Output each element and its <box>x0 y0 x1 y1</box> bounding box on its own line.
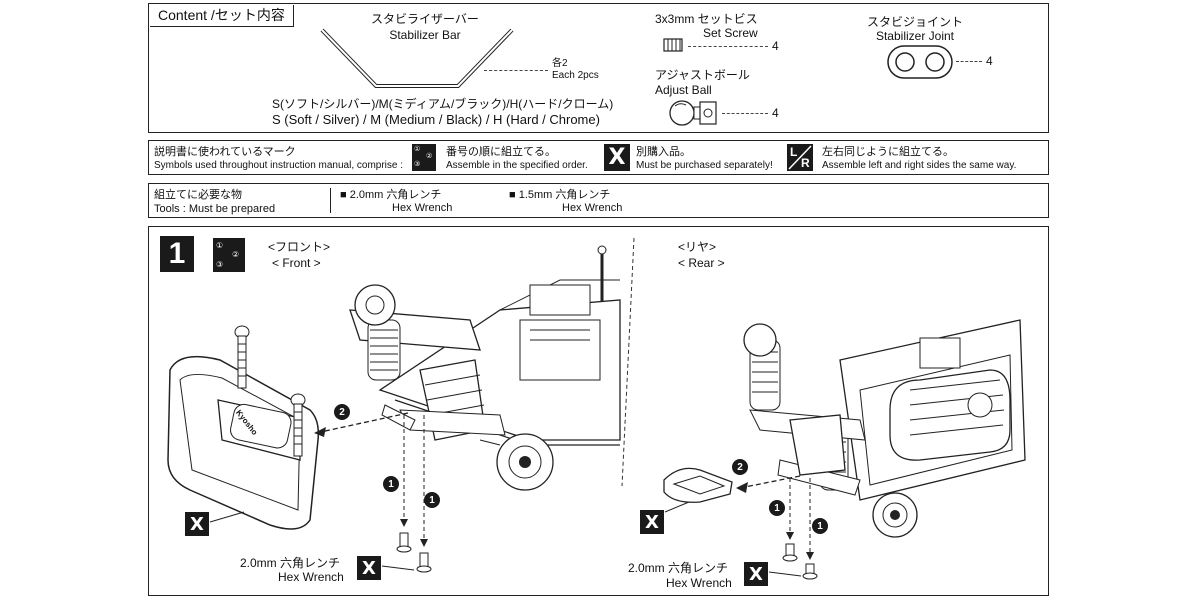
purchase-text-ja: 別購入品。 <box>636 146 691 158</box>
rear-wrench-purchase-mark: X <box>744 562 768 586</box>
adjust-ball-icon <box>669 100 717 126</box>
rear-callout-2: 2 <box>732 459 748 475</box>
stabilizer-joint-icon <box>887 45 953 79</box>
order-text-en: Assemble in the specified order. <box>446 160 588 171</box>
tools-title-ja: 組立てに必要な物 <box>154 189 242 201</box>
tools-title-en: Tools : Must be prepared <box>154 203 276 215</box>
order-icon: ① ② ③ <box>412 144 436 171</box>
rear-wrench-ja: 2.0mm 六角レンチ <box>628 561 729 575</box>
purchase-separately-icon: X <box>604 144 630 171</box>
set-screw-label-en: Set Screw <box>703 26 758 40</box>
step-order-icon: ① ② ③ <box>213 238 245 272</box>
set-screw-label-ja: 3x3mm セットビス <box>655 12 758 26</box>
each-label-ja: 各2 <box>552 58 568 69</box>
front-assembly-arrows <box>314 412 432 573</box>
left-right-icon: L R <box>787 144 813 171</box>
adjust-ball-label-en: Adjust Ball <box>655 83 712 97</box>
set-screw-icon <box>663 38 683 52</box>
rear-assembly-arrows <box>736 475 818 580</box>
rear-label-ja: <リヤ> <box>678 240 717 254</box>
rear-callout-1a: 1 <box>769 500 785 516</box>
order-text-ja: 番号の順に組立てる。 <box>446 146 556 158</box>
rear-bumper-illustration <box>663 467 733 503</box>
stabilizer-bar-label-en: Stabilizer Bar <box>389 28 461 42</box>
front-label-en: < Front > <box>272 256 321 270</box>
lr-text-ja: 左右同じように組立てる。 <box>822 146 954 158</box>
front-callout-1b: 1 <box>424 492 440 508</box>
front-chassis-illustration <box>349 245 621 491</box>
joint-label-en: Stabilizer Joint <box>875 29 955 43</box>
rear-callout-1b: 1 <box>812 518 828 534</box>
front-callout-1a: 1 <box>383 476 399 492</box>
each-label-en: Each 2pcs <box>552 70 599 81</box>
tool1-en: Hex Wrench <box>392 202 453 214</box>
step-number: 1 <box>160 236 194 272</box>
rear-label-en: < Rear > <box>678 256 725 270</box>
purchase-text-en: Must be purchased separately! <box>636 160 773 171</box>
front-label-ja: <フロント> <box>268 240 331 254</box>
tools-panel <box>148 183 1049 218</box>
symbols-title-ja: 説明書に使われているマーク <box>154 146 296 158</box>
front-bumper-purchase-mark: X <box>185 512 209 536</box>
tool2-ja: ■ 1.5mm 六角レンチ <box>509 189 611 201</box>
body-post-right <box>290 393 306 457</box>
front-wrench-en: Hex Wrench <box>278 570 344 584</box>
adjust-ball-qty: 4 <box>772 106 779 120</box>
content-title: Content /セット内容 <box>150 5 294 27</box>
front-bumper-illustration <box>167 355 320 530</box>
stabilizer-bar-drawing <box>320 28 514 88</box>
rear-chassis-illustration <box>743 319 1026 538</box>
options-en: S (Soft / Silver) / M (Medium / Black) /… <box>272 112 600 127</box>
front-rear-divider <box>621 237 635 487</box>
front-callout-2: 2 <box>334 404 350 420</box>
symbols-title-en: Symbols used throughout instruction manu… <box>154 160 404 171</box>
rear-bumper-purchase-mark: X <box>640 510 664 534</box>
tool2-en: Hex Wrench <box>562 202 623 214</box>
body-post-left <box>234 325 250 389</box>
rear-wrench-en: Hex Wrench <box>666 576 732 590</box>
stabilizer-bar-label-ja: スタビライザーバー <box>371 12 479 26</box>
front-wrench-purchase-mark: X <box>357 556 381 580</box>
lr-text-en: Assemble left and right sides the same w… <box>822 160 1017 171</box>
front-wrench-ja: 2.0mm 六角レンチ <box>240 556 341 570</box>
set-screw-qty: 4 <box>772 39 779 53</box>
joint-label-ja: スタビジョイント <box>866 15 963 29</box>
adjust-ball-label-ja: アジャストボール <box>655 68 750 82</box>
symbols-panel <box>148 140 1049 175</box>
tool1-ja: ■ 2.0mm 六角レンチ <box>340 189 442 201</box>
options-ja: S(ソフト/シルバー)/M(ミディアム/ブラック)/H(ハード/クローム) <box>272 97 614 111</box>
joint-qty: 4 <box>986 54 993 68</box>
